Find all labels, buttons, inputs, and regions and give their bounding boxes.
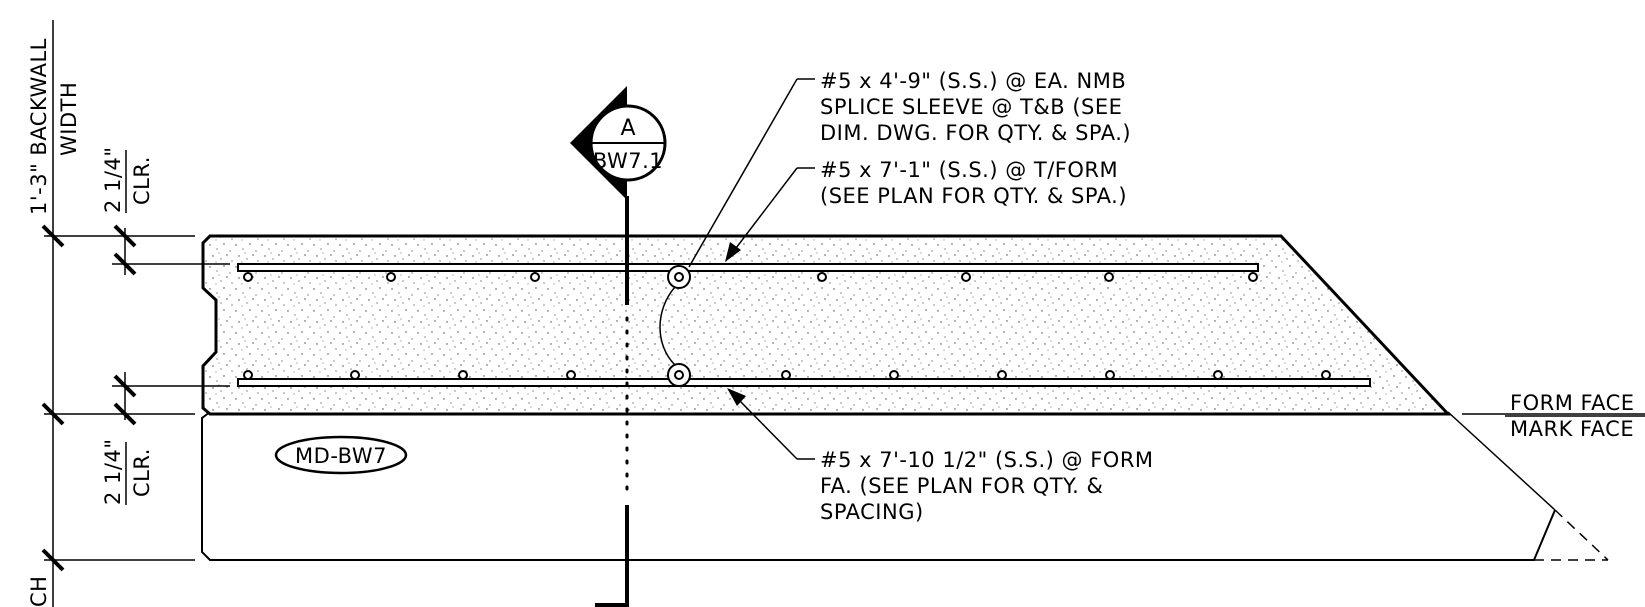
rebar-dot <box>243 272 253 282</box>
callout-bottom-form-line2: FA. (SEE PLAN FOR QTY. & <box>820 474 1103 498</box>
mark-label-text: MD-BW7 <box>295 444 387 468</box>
callout-top-form-line1: #5 x 7'-1" (S.S.) @ T/FORM <box>820 158 1118 182</box>
bottom-bar-dots <box>243 370 1331 380</box>
rebar-dot <box>889 370 899 380</box>
rebar-dot <box>566 370 576 380</box>
rebar-dot <box>1248 272 1258 282</box>
form-body-outline <box>201 411 1556 561</box>
backwall-dimension-text: 1'-3" BACKWALL <box>27 38 51 215</box>
callout-bottom-form-line1: #5 x 7'-10 1/2" (S.S.) @ FORM <box>820 448 1154 472</box>
rebar-dot <box>1105 370 1115 380</box>
dashed-chamfer <box>1534 509 1609 561</box>
leader-splice-sleeve <box>688 78 815 268</box>
top-clr-value: 2 1/4" <box>101 147 125 214</box>
form-face-label: FORM FACE <box>1510 391 1635 415</box>
rebar-dot <box>817 272 827 282</box>
rebar-dot <box>961 272 971 282</box>
rebar-dot <box>781 370 791 380</box>
mark-face-label: MARK FACE <box>1510 417 1634 441</box>
top-bar-dots <box>243 272 1258 282</box>
leader-top-form-bar <box>725 167 815 262</box>
rebar-dot <box>1213 370 1223 380</box>
callout-splice-sleeve-line1: #5 x 4'-9" (S.S.) @ EA. NMB <box>820 69 1126 93</box>
leader-bottom-form-bar <box>727 388 815 460</box>
splice-sleeves <box>659 265 691 387</box>
rebar-dot <box>530 272 540 282</box>
top-rebar <box>237 263 1259 272</box>
rebar-dot <box>386 272 396 282</box>
backwall-width-text: WIDTH <box>57 82 81 156</box>
mark-label: MD-BW7 <box>274 435 408 475</box>
bottom-clr-label: CLR. <box>130 448 154 497</box>
mark-face-diagonal <box>1447 411 1556 511</box>
rebar-dot <box>350 370 360 380</box>
section-sheet: BW7.1 <box>593 149 663 173</box>
rebar-dot <box>997 370 1007 380</box>
rebar-dot <box>458 370 468 380</box>
bottom-clr-value: 2 1/4" <box>101 439 125 506</box>
section-cut-line <box>595 196 629 607</box>
section-letter: A <box>620 116 635 141</box>
partial-dimension-text: CH <box>27 576 51 607</box>
rebar-dot <box>1321 370 1331 380</box>
concrete-slab <box>201 234 1452 416</box>
callout-bottom-form-line3: SPACING) <box>820 500 924 524</box>
callout-top-form-line2: (SEE PLAN FOR QTY. & SPA.) <box>820 184 1127 208</box>
callout-splice-sleeve-line2: SPLICE SLEEVE @ T&B (SEE <box>820 95 1122 119</box>
rebar-dot <box>1104 272 1114 282</box>
bottom-rebar <box>237 378 1371 387</box>
callout-splice-sleeve-line3: DIM. DWG. FOR QTY. & SPA.) <box>820 121 1131 145</box>
rebar-dot <box>243 370 253 380</box>
section-marker: A BW7.1 <box>570 86 667 200</box>
dimension-lines <box>41 20 230 607</box>
top-clr-label: CLR. <box>130 156 154 205</box>
